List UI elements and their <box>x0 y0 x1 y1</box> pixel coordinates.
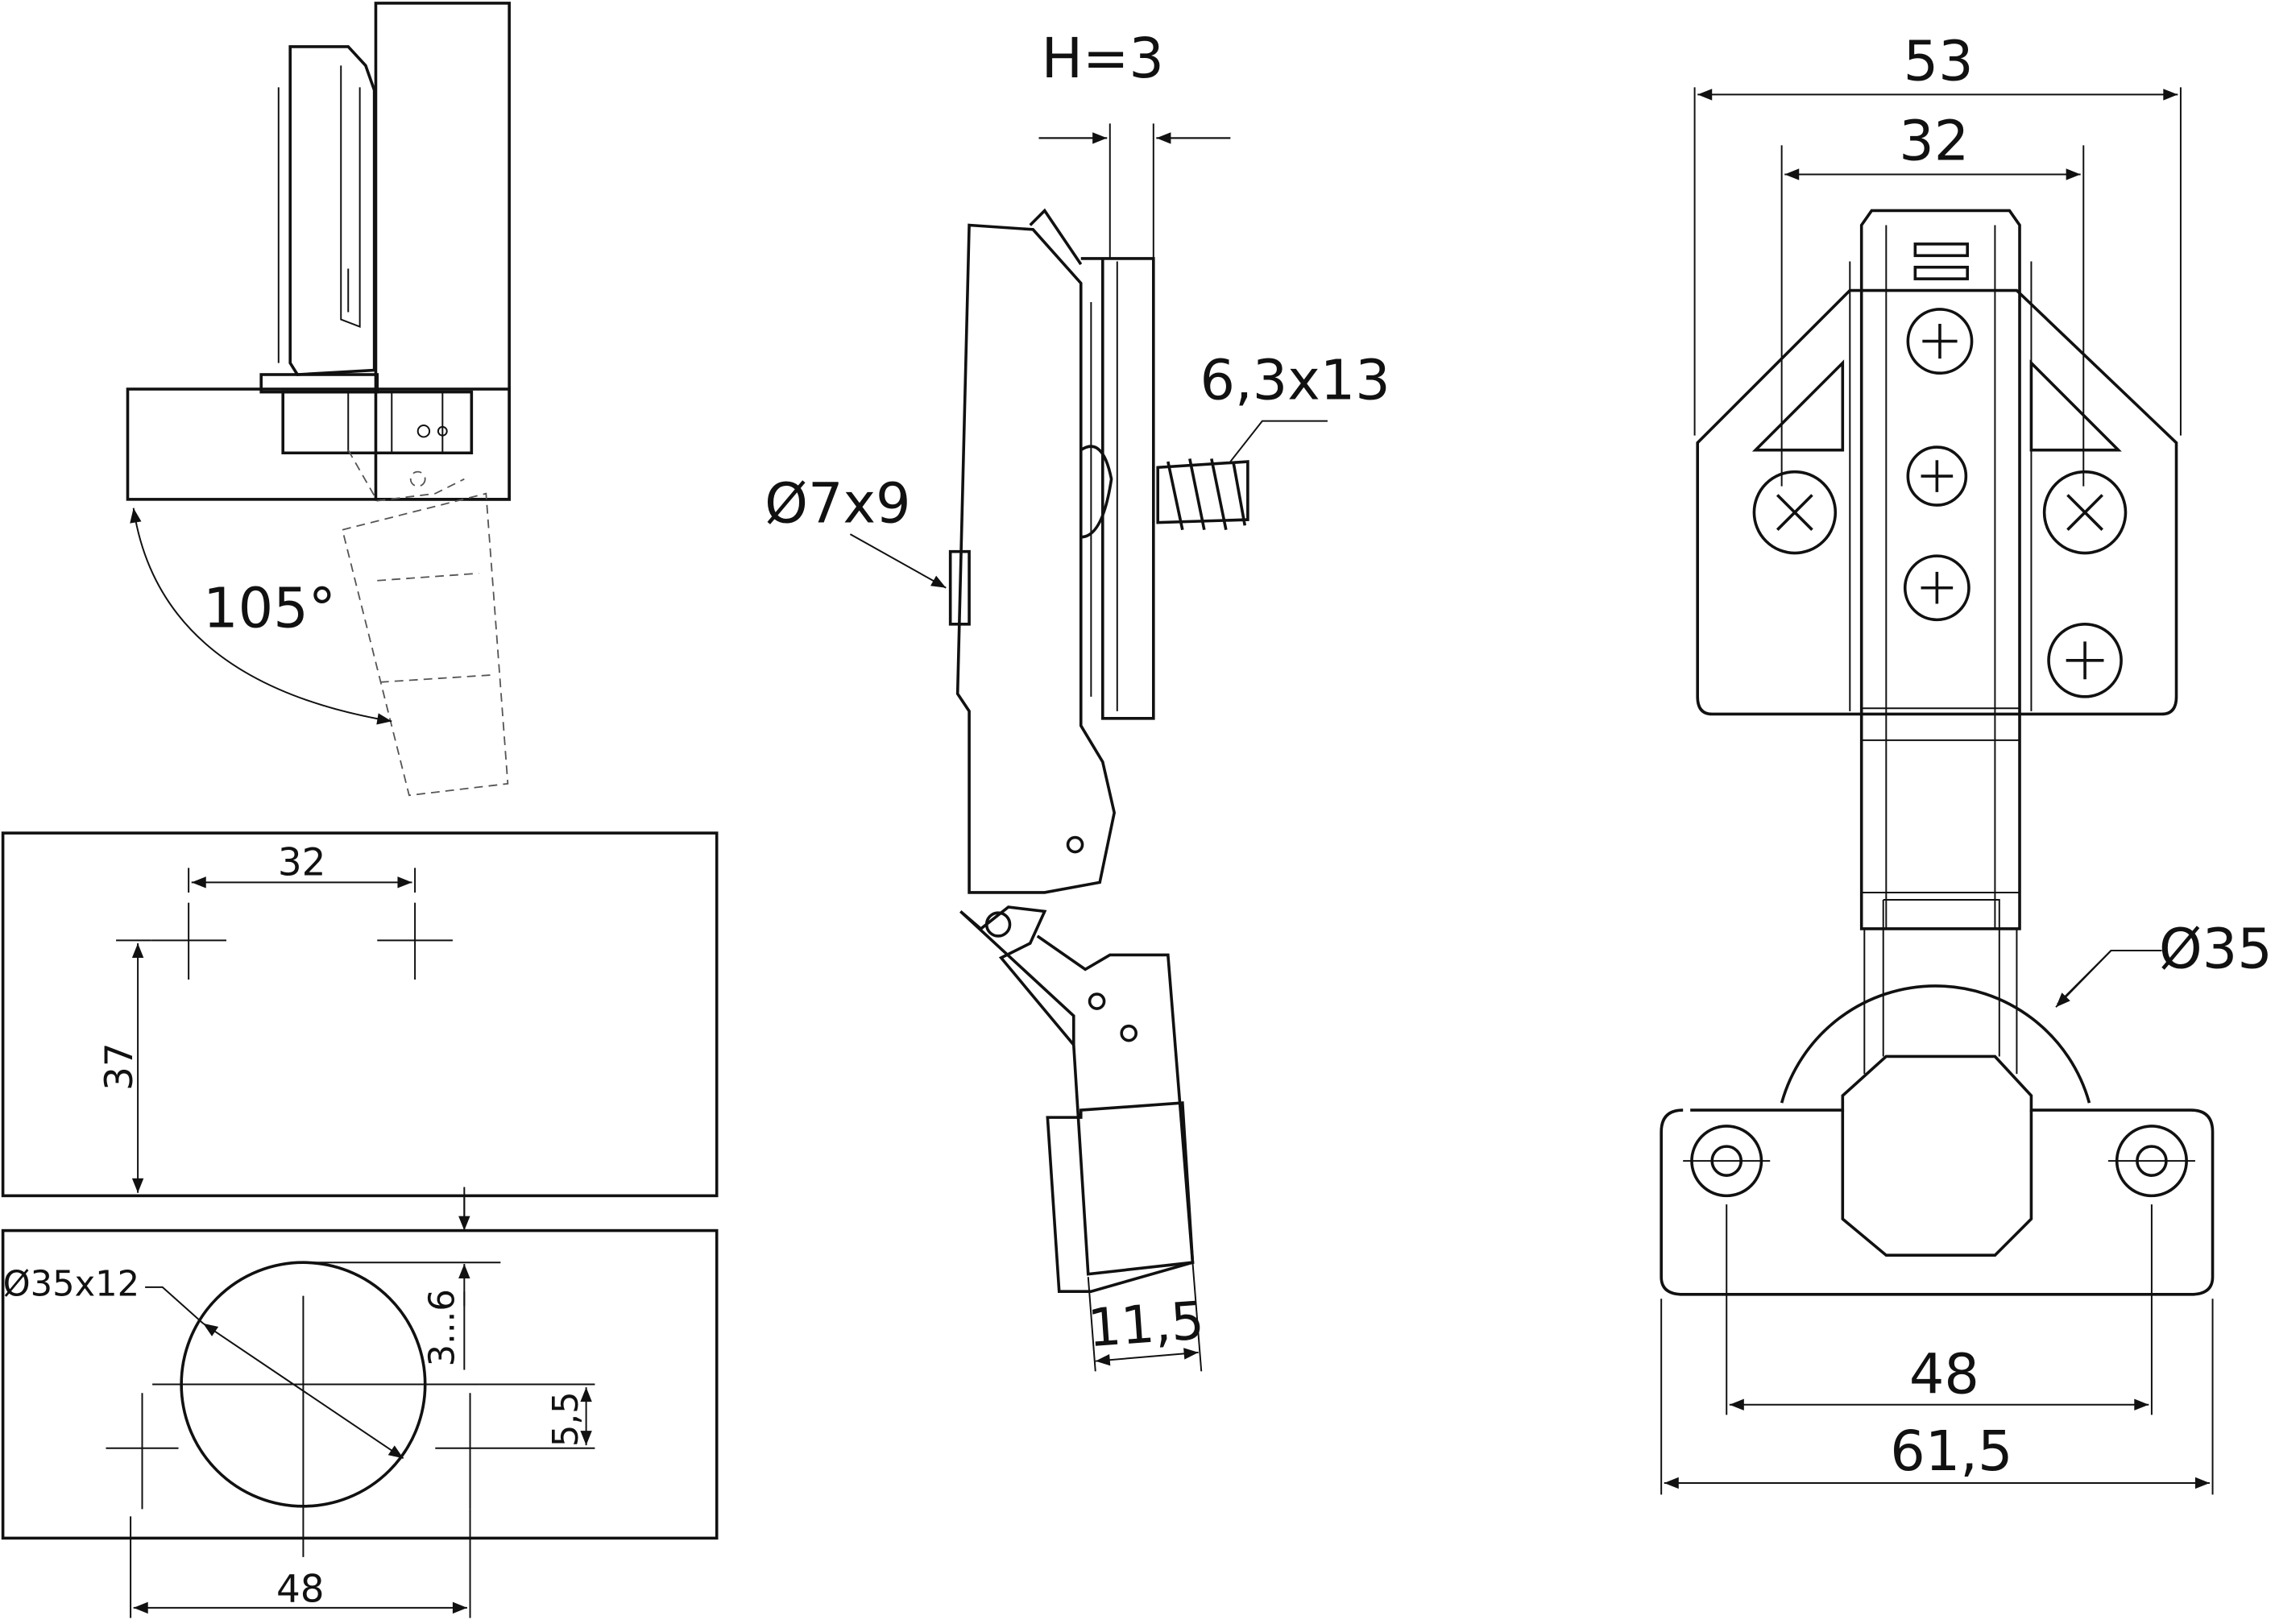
leader-line <box>2057 950 2162 1005</box>
extension-lines <box>1038 123 1231 259</box>
cup-body-profile <box>1046 1101 1195 1294</box>
extension-lines <box>188 868 416 893</box>
pivot-pin <box>984 911 1012 938</box>
phillips-cross <box>1922 323 1958 359</box>
extension-lines <box>1087 1262 1203 1372</box>
door-panel-outline <box>1 1228 719 1540</box>
hinge-knuckle <box>959 905 1075 1050</box>
overlay-label: H=3 <box>1042 27 1164 91</box>
plate-hole-spacing-label: 32 <box>1899 109 1969 173</box>
mounting-plate-profile <box>1029 208 1155 720</box>
drilling-plan-door: Ø35x12 3...6 5,5 48 <box>1 1197 719 1618</box>
extension-lines <box>1693 87 2182 487</box>
side-view: 105° <box>126 2 511 797</box>
plate-cutouts <box>1751 359 2122 452</box>
edge-distance-label: 3...6 <box>423 1289 463 1366</box>
phillips-cross <box>2066 494 2103 531</box>
leader-line <box>1229 420 1328 462</box>
cup-diameter-label: Ø35x12 <box>3 1265 140 1305</box>
cup-rivet <box>437 425 448 437</box>
cam-adjuster <box>1079 445 1113 539</box>
cup-depth-label: 11,5 <box>1086 1290 1206 1359</box>
phillips-cross <box>1921 571 1954 604</box>
offset-label: 5,5 <box>546 1391 586 1447</box>
phillips-cross <box>1921 460 1954 492</box>
angle-arc <box>130 508 392 725</box>
hinge-cup <box>281 390 474 455</box>
drilling-plan-cabinet: 32 37 <box>1 831 719 1228</box>
dimension-line <box>1095 1348 1199 1366</box>
dowel <box>948 549 971 626</box>
cup-rivet <box>1120 1024 1138 1042</box>
opening-angle-label: 105° <box>203 576 336 640</box>
front-view: 53 32 Ø35 48 61,5 <box>1660 29 2273 1495</box>
hole-center-marks <box>151 902 453 980</box>
cup-rivet <box>416 425 431 438</box>
phillips-cross <box>2066 641 2104 680</box>
edge-distance-label: 37 <box>98 1042 142 1091</box>
leader-arrow <box>2055 950 2112 1008</box>
leader-line <box>145 1286 204 1324</box>
adjustment-screw <box>1906 445 1968 507</box>
cabinet-panel-outline <box>1 831 719 1198</box>
arm-slot <box>1913 242 1969 258</box>
cup-profile <box>1036 934 1195 1276</box>
open-door-phantom <box>341 450 509 797</box>
open-door-phantom-rivet <box>409 470 426 487</box>
cup-flange <box>1660 1054 2215 1296</box>
hinge-arm-front <box>1859 209 2021 930</box>
hole-spacing-label: 48 <box>276 1568 325 1612</box>
phillips-cross <box>1776 494 1813 531</box>
hinge-arm-profile <box>955 223 1117 894</box>
dowel-size-label: Ø7x9 <box>765 472 910 536</box>
hinge-arm <box>288 45 376 376</box>
cup-hole-spacing-label: 48 <box>1909 1342 1979 1406</box>
cup-diameter-label: Ø35 <box>2159 918 2273 982</box>
arm-detail-lines <box>1849 225 2033 929</box>
mounting-plate <box>1696 288 2178 716</box>
screw <box>1156 458 1249 531</box>
cup-outline <box>1780 984 2091 1104</box>
center-lines <box>106 1262 595 1557</box>
plate-detail <box>1090 261 1118 711</box>
profile-view: H=3 6,3x13 Ø7x9 11,5 <box>765 27 1390 1372</box>
cup-octagon <box>1841 1110 2033 1257</box>
hinge-cup-detail <box>347 392 444 454</box>
cup-rivet <box>1088 992 1106 1010</box>
door-panel <box>126 387 511 501</box>
screw-size-label: 6,3x13 <box>1200 349 1390 413</box>
leader-line <box>849 533 947 589</box>
extension-lines <box>1660 1204 2214 1495</box>
plate-screw-right <box>2042 470 2128 555</box>
cam-screw <box>1903 554 1970 622</box>
diameter-line <box>202 1323 404 1460</box>
hinge-arm-detail <box>277 65 361 363</box>
plate-width-label: 53 <box>1904 29 1974 93</box>
flange-width-label: 61,5 <box>1890 1419 2012 1484</box>
pivot-hole <box>1066 835 1084 854</box>
arm-slot <box>1913 265 1969 280</box>
plate-screw-lower <box>2047 622 2123 698</box>
hole-spacing-label: 32 <box>278 841 326 884</box>
plate-screw-left <box>1752 470 1838 555</box>
knuckle-detail <box>1863 898 2018 1075</box>
adjustment-screw <box>1906 308 1974 375</box>
